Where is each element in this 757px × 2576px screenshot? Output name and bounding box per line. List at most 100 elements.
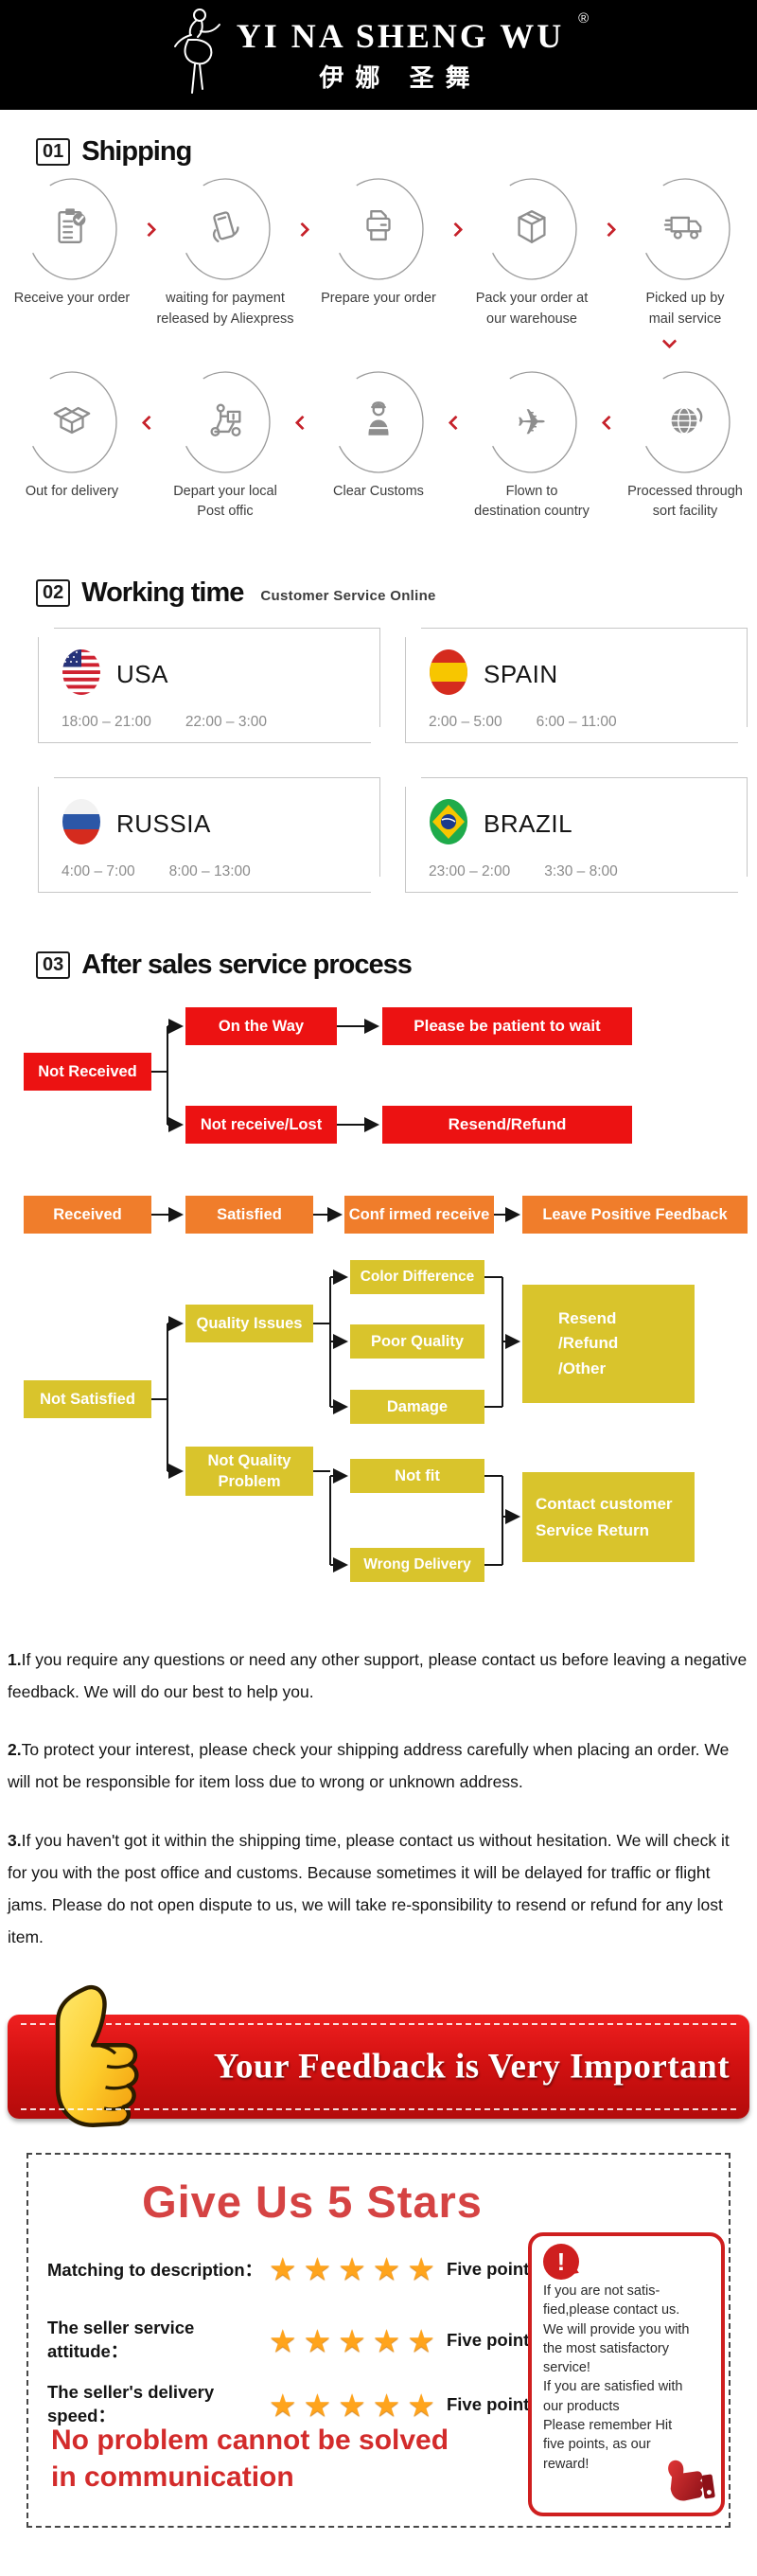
section-number: 01 bbox=[36, 138, 71, 166]
step-label: Clear Customs bbox=[333, 483, 424, 499]
working-time-card-usa: USA 18:00 – 21:00 22:00 – 3:00 bbox=[38, 628, 380, 743]
service-notes: 1.If you require any questions or need a… bbox=[8, 1643, 748, 1953]
thumbs-up-icon bbox=[36, 1981, 178, 2154]
section-title: Shipping bbox=[81, 136, 192, 167]
communication-slogan: No problem cannot be solved in communica… bbox=[51, 2425, 449, 2493]
shipping-steps-row-1: Receive your order waiting for payment r… bbox=[0, 177, 757, 330]
shipping-step: Depart your local Post offic bbox=[154, 370, 296, 524]
flow-box-leave-positive-feedback: Leave Positive Feedback bbox=[522, 1196, 748, 1234]
delivery-truck-icon bbox=[663, 205, 707, 254]
flow-box-satisfied: Satisfied bbox=[185, 1196, 313, 1234]
banner-background: Your Feedback is Very Important bbox=[8, 1984, 749, 2128]
tip-text: If you are not satis- fied,please contac… bbox=[543, 2283, 690, 2472]
rating-points: Five points bbox=[446, 2258, 539, 2279]
flow-box-quality-issues: Quality Issues bbox=[185, 1305, 313, 1342]
star-icon: ★ bbox=[303, 2321, 332, 2359]
note-number: 2. bbox=[8, 1740, 22, 1760]
note-number: 1. bbox=[8, 1650, 22, 1669]
step-label: Out for delivery bbox=[25, 483, 119, 499]
shipping-step: Out for delivery bbox=[1, 370, 143, 524]
step-label: Prepare your order bbox=[321, 291, 436, 306]
star-icon: ★ bbox=[338, 2321, 366, 2359]
banner-text: Your Feedback is Very Important bbox=[213, 2047, 731, 2087]
rating-points: Five points bbox=[446, 2330, 539, 2350]
section-number: 03 bbox=[36, 951, 71, 979]
service-hours: 22:00 – 3:00 bbox=[185, 714, 268, 730]
working-time-card-spain: SPAIN 2:00 – 5:00 6:00 – 11:00 bbox=[405, 628, 748, 743]
airplane-icon: ✈ bbox=[517, 400, 547, 443]
section-title: After sales service process bbox=[81, 950, 413, 980]
service-hours: 6:00 – 11:00 bbox=[536, 714, 617, 730]
country-name: RUSSIA bbox=[116, 809, 211, 838]
service-hours: 4:00 – 7:00 bbox=[62, 863, 135, 879]
service-hours: 2:00 – 5:00 bbox=[429, 714, 502, 730]
shipping-step: ✈ Flown to destination country bbox=[461, 370, 603, 524]
flow-box-resend-refund-other: Resend /Refund /Other bbox=[522, 1285, 695, 1403]
globe-icon bbox=[663, 398, 707, 446]
five-stars-section: Give Us 5 Stars Matching to description：… bbox=[26, 2153, 731, 2528]
flow-box-not-quality-problem: Not Quality Problem bbox=[185, 1447, 313, 1496]
shipping-step: Pack your order at our warehouse bbox=[461, 177, 603, 330]
five-stars-title: Give Us 5 Stars bbox=[142, 2176, 483, 2227]
flow-box-contact-customer: Contact customer Service Return bbox=[522, 1472, 695, 1562]
working-time-card-brazil: BRAZIL 23:00 – 2:00 3:30 – 8:00 bbox=[405, 777, 748, 893]
service-hours: 18:00 – 21:00 bbox=[62, 714, 151, 730]
exclamation-icon: ! bbox=[543, 2244, 579, 2280]
thumbs-up-small-icon bbox=[657, 2449, 719, 2513]
package-box-icon bbox=[510, 205, 554, 254]
step-label: waiting for payment released by Aliexpre… bbox=[156, 291, 294, 327]
star-rating: ★★★★★ bbox=[269, 2389, 435, 2421]
payment-card-icon bbox=[203, 205, 247, 254]
service-hours: 23:00 – 2:00 bbox=[429, 863, 511, 879]
star-icon: ★ bbox=[372, 2386, 401, 2424]
russia-flag-icon bbox=[62, 798, 101, 850]
star-icon: ★ bbox=[372, 2321, 401, 2359]
note-1: 1.If you require any questions or need a… bbox=[8, 1643, 748, 1708]
note-text: If you require any questions or need any… bbox=[8, 1650, 748, 1702]
country-name: BRAZIL bbox=[484, 809, 573, 838]
shipping-step: Prepare your order bbox=[308, 177, 449, 330]
rating-row-delivery: The seller's delivery speed： ★★★★★ Five … bbox=[47, 2382, 539, 2427]
shipping-step: waiting for payment released by Aliexpre… bbox=[154, 177, 296, 330]
star-icon: ★ bbox=[338, 2250, 366, 2287]
step-label: Depart your local Post offic bbox=[173, 483, 277, 520]
open-box-icon bbox=[50, 398, 94, 446]
star-icon: ★ bbox=[372, 2250, 401, 2287]
step-label: Picked up by mail service bbox=[645, 291, 725, 327]
note-2: 2.To protect your interest, please check… bbox=[8, 1733, 748, 1798]
usa-flag-icon bbox=[62, 648, 101, 701]
flow-box-not-received: Not Received bbox=[24, 1053, 151, 1091]
printer-icon bbox=[357, 205, 400, 254]
note-text: To protect your interest, please check y… bbox=[8, 1740, 730, 1792]
rating-row-description: Matching to description： ★★★★★ Five poin… bbox=[47, 2253, 539, 2284]
star-icon: ★ bbox=[407, 2250, 435, 2287]
country-name: SPAIN bbox=[484, 660, 558, 688]
section-02-heading: 02 Working time Customer Service Online bbox=[36, 577, 757, 609]
after-sales-flowchart: Not Received On the Way Please be patien… bbox=[0, 994, 757, 1619]
section-number: 02 bbox=[36, 579, 71, 607]
flow-box-not-fit: Not fit bbox=[350, 1459, 484, 1493]
service-hours: 3:30 – 8:00 bbox=[544, 863, 618, 879]
step-label: Receive your order bbox=[13, 291, 131, 306]
rows-connector bbox=[0, 330, 757, 361]
service-hours: 8:00 – 13:00 bbox=[168, 863, 251, 879]
star-icon: ★ bbox=[303, 2250, 332, 2287]
star-rating: ★★★★★ bbox=[269, 2253, 435, 2284]
brand-name-chinese: 伊娜 圣舞 bbox=[319, 63, 482, 92]
brand-header: YI NA SHENG WU ® 伊娜 圣舞 bbox=[0, 0, 757, 110]
rating-label: Matching to description： bbox=[47, 2259, 263, 2280]
country-name: USA bbox=[116, 660, 168, 688]
flow-box-damage: Damage bbox=[350, 1390, 484, 1424]
star-icon: ★ bbox=[303, 2386, 332, 2424]
step-label: Processed through sort facility bbox=[627, 483, 743, 520]
note-3: 3.If you haven't got it within the shipp… bbox=[8, 1824, 748, 1954]
rating-points: Five points bbox=[446, 2394, 539, 2414]
flow-box-resend-refund: Resend/Refund bbox=[382, 1106, 632, 1144]
star-icon: ★ bbox=[269, 2250, 297, 2287]
flow-box-please-wait: Please be patient to wait bbox=[382, 1007, 632, 1045]
dancer-logo-icon bbox=[168, 6, 223, 105]
flow-box-not-satisfied: Not Satisfied bbox=[24, 1380, 151, 1418]
working-time-card-russia: RUSSIA 4:00 – 7:00 8:00 – 13:00 bbox=[38, 777, 380, 893]
customs-officer-icon bbox=[357, 398, 400, 446]
star-icon: ★ bbox=[269, 2386, 297, 2424]
